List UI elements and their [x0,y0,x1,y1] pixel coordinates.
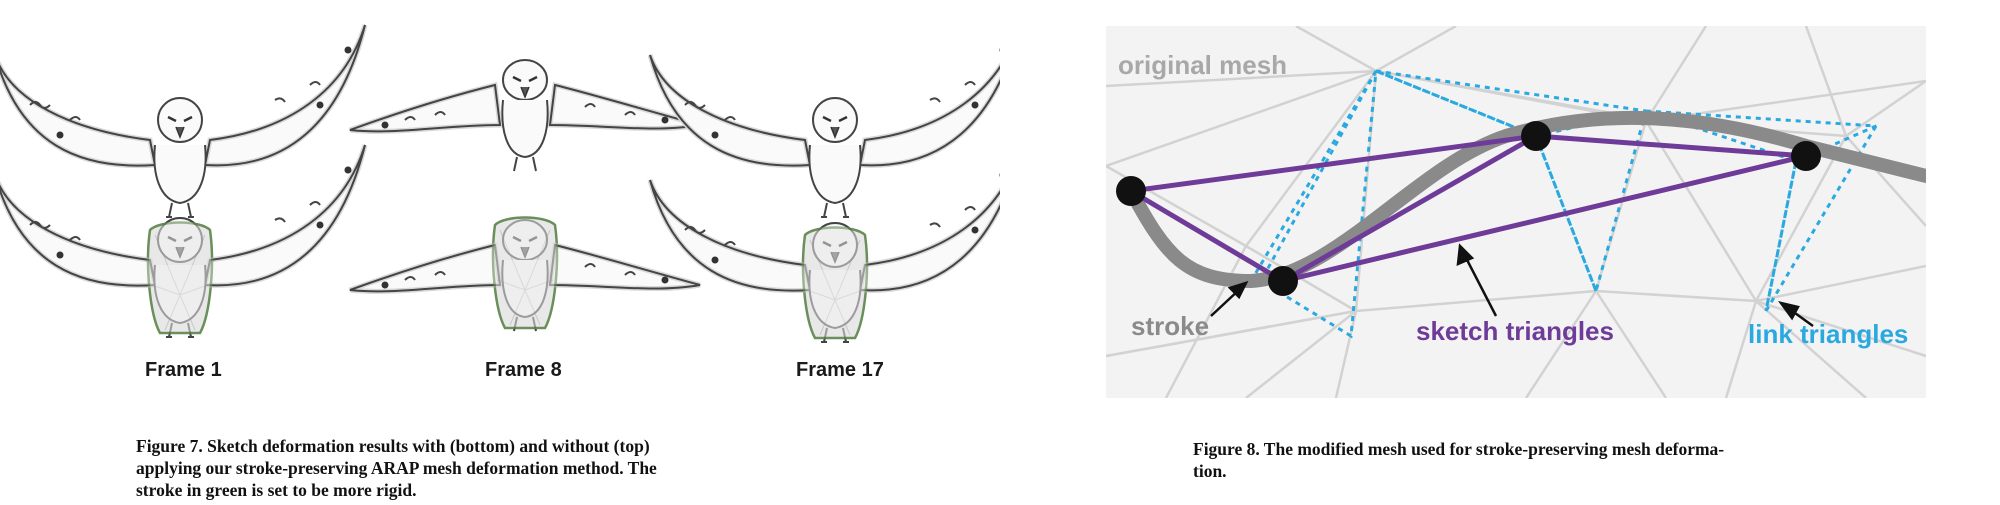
figure-8-caption-line: tion. [1193,461,1227,481]
label-arrows [1210,243,1814,328]
frame-8-bottom-eagle [350,216,700,332]
sketch-triangles-label: sketch triangles [1416,316,1614,346]
frame-8-top-eagle [350,60,700,171]
link-triangles-label: link triangles [1748,319,1909,349]
figure-7-caption-line: Figure 7. Sketch deformation results wit… [136,436,650,456]
frame-1-top-eagle [0,25,365,217]
frame-17-top-eagle [650,25,1000,217]
figure-8: original mesh stroke sketch triangles li… [1106,26,1926,398]
frame-17-label: Frame 17 [796,359,884,381]
figure-8-caption: Figure 8. The modified mesh used for str… [1193,438,1724,482]
figure-7-caption-line: applying our stroke-preserving ARAP mesh… [136,458,657,478]
original-mesh-label: original mesh [1118,50,1288,80]
figure-7-caption-line: stroke in green is set to be more rigid. [136,480,417,500]
frame-1-label: Frame 1 [145,359,222,381]
stroke-vertices [1116,121,1821,296]
figure-8-caption-line: Figure 8. The modified mesh used for str… [1193,439,1725,459]
frame-8-label: Frame 8 [485,359,562,381]
figure-7-caption: Figure 7. Sketch deformation results wit… [136,435,657,501]
figure-8-mesh-diagram [1106,26,1926,398]
figure-7-eagle-sketches [0,0,1000,370]
stroke-label: stroke [1131,311,1210,341]
figure-7: Frame 1 Frame 8 Frame 17 Figure 7. Sketc… [0,0,1000,501]
